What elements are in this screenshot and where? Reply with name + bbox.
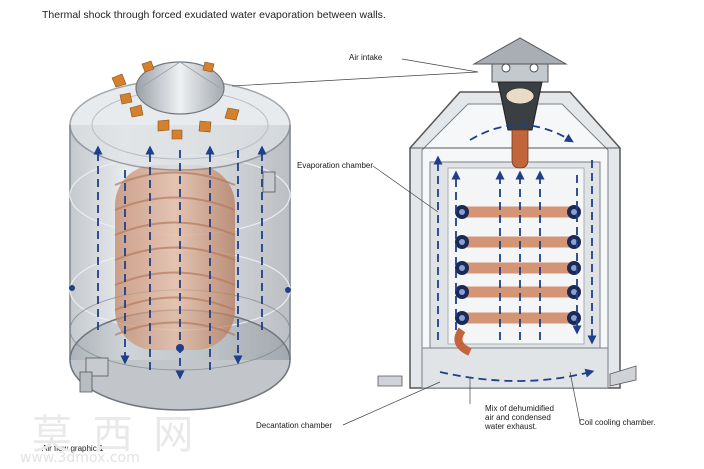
label-air-intake: Air intake [349,53,383,62]
label-mix-line-1: Mix of dehumidified [485,404,554,413]
label-mix-line-3: water exhaust. [485,422,538,432]
section-flow-arrows [433,124,597,382]
label-mix-line-2: air and condensed [485,413,551,423]
label-evaporation-chamber: Evaporation chamber [297,161,374,170]
watermark-chars: 莫 西 网 [32,412,198,458]
label-air-flow-graphic: Air flow graphic 1 [42,444,104,453]
label-decantation-chamber: Decantation chamber [256,421,333,430]
cylinder-flow-arrows [93,145,267,380]
label-mix-exhaust: Mix of dehumidified air and condensed wa… [485,404,554,432]
section-coil [454,205,581,356]
vent-fins [111,60,240,140]
watermark-url: www.3dmox.com [20,450,140,466]
diagram-caption: Thermal shock through forced exudated wa… [42,9,386,21]
label-coil-cooling-chamber: Coil cooling chamber. [579,418,656,427]
leader-lines [231,58,581,426]
cylinder-fittings [69,171,291,393]
